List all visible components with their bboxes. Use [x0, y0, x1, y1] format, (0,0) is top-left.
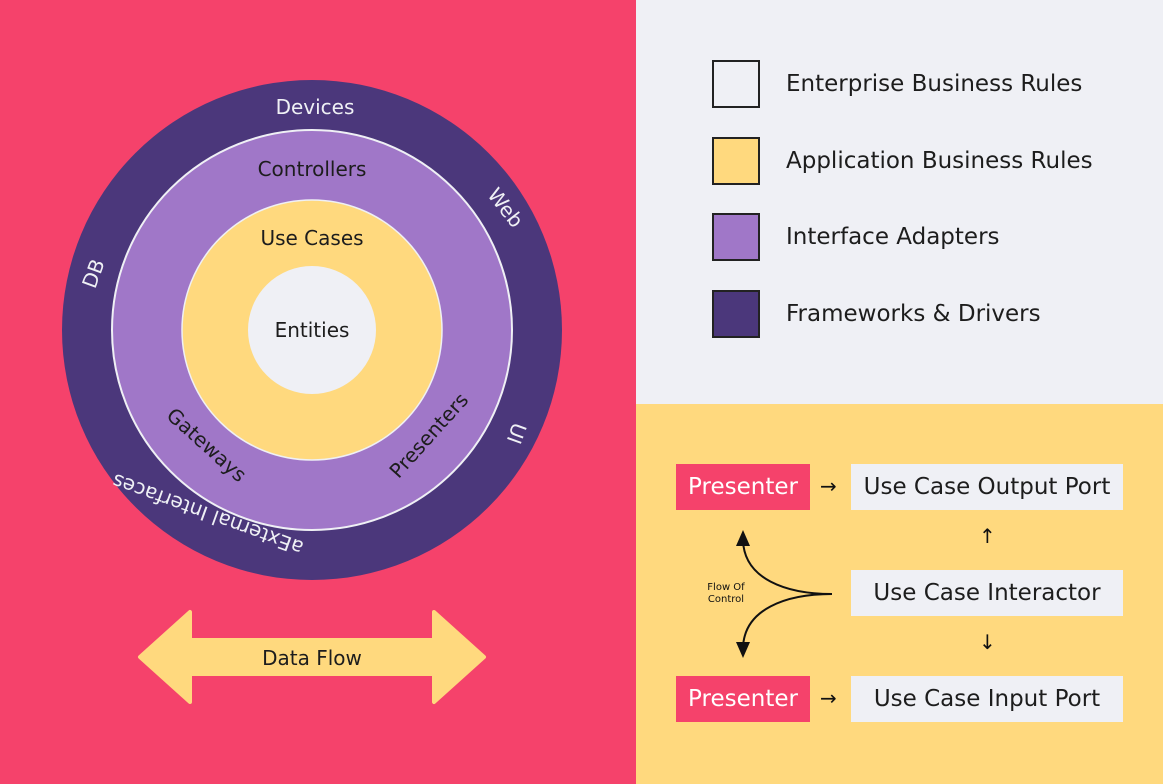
enterprise-swatch — [712, 60, 760, 108]
legend-item-interface: Interface Adapters — [712, 212, 1000, 262]
flow-of-control-label: Flow Of Control — [696, 582, 756, 606]
flow-of-control-line2: Control — [707, 594, 745, 605]
legend-item-application: Application Business Rules — [712, 136, 1093, 186]
onion-diagram: Devices Web DB UI aExternal Interfaces C… — [62, 80, 562, 704]
presenter-box-top: Presenter — [676, 464, 810, 510]
data-flow-arrow — [138, 610, 486, 704]
controllers-label: Controllers — [258, 157, 367, 181]
frameworks-swatch — [712, 290, 760, 338]
use-cases-label: Use Cases — [260, 226, 363, 250]
devices-label: Devices — [276, 95, 355, 119]
legend-item-frameworks: Frameworks & Drivers — [712, 289, 1041, 339]
entities-label: Entities — [275, 318, 350, 342]
clean-architecture-diagram-panel: Devices Web DB UI aExternal Interfaces C… — [0, 0, 636, 784]
legend: Enterprise Business Rules Application Bu… — [636, 0, 1163, 404]
data-flow-label: Data Flow — [262, 646, 362, 670]
application-swatch — [712, 137, 760, 185]
arrowhead-up — [736, 530, 750, 546]
legend-label: Application Business Rules — [786, 148, 1093, 174]
arrowhead-down — [736, 642, 750, 658]
arrow-right-icon: → — [820, 474, 837, 498]
legend-item-enterprise: Enterprise Business Rules — [712, 59, 1082, 109]
legend-label: Enterprise Business Rules — [786, 71, 1083, 97]
flow-of-control-line1: Flow Of — [707, 582, 745, 593]
entities-core — [246, 264, 378, 396]
flow-of-control-curves — [736, 530, 833, 658]
output-port-box: Use Case Output Port — [851, 464, 1123, 510]
legend-label: Interface Adapters — [786, 224, 1000, 250]
arrow-down-icon: ↓ — [979, 630, 996, 654]
flow-curve-up — [742, 539, 833, 595]
arrow-up-icon: ↑ — [979, 524, 996, 548]
presenter-box-bottom: Presenter — [676, 676, 810, 722]
arrow-right-icon: → — [820, 686, 837, 710]
input-port-box: Use Case Input Port — [851, 676, 1123, 722]
flow-of-control-panel: Presenter → Use Case Output Port ↑ Flow … — [636, 404, 1163, 784]
legend-label: Frameworks & Drivers — [786, 301, 1041, 327]
interactor-box: Use Case Interactor — [851, 570, 1123, 616]
flow-curve-down — [742, 593, 833, 649]
interface-swatch — [712, 213, 760, 261]
